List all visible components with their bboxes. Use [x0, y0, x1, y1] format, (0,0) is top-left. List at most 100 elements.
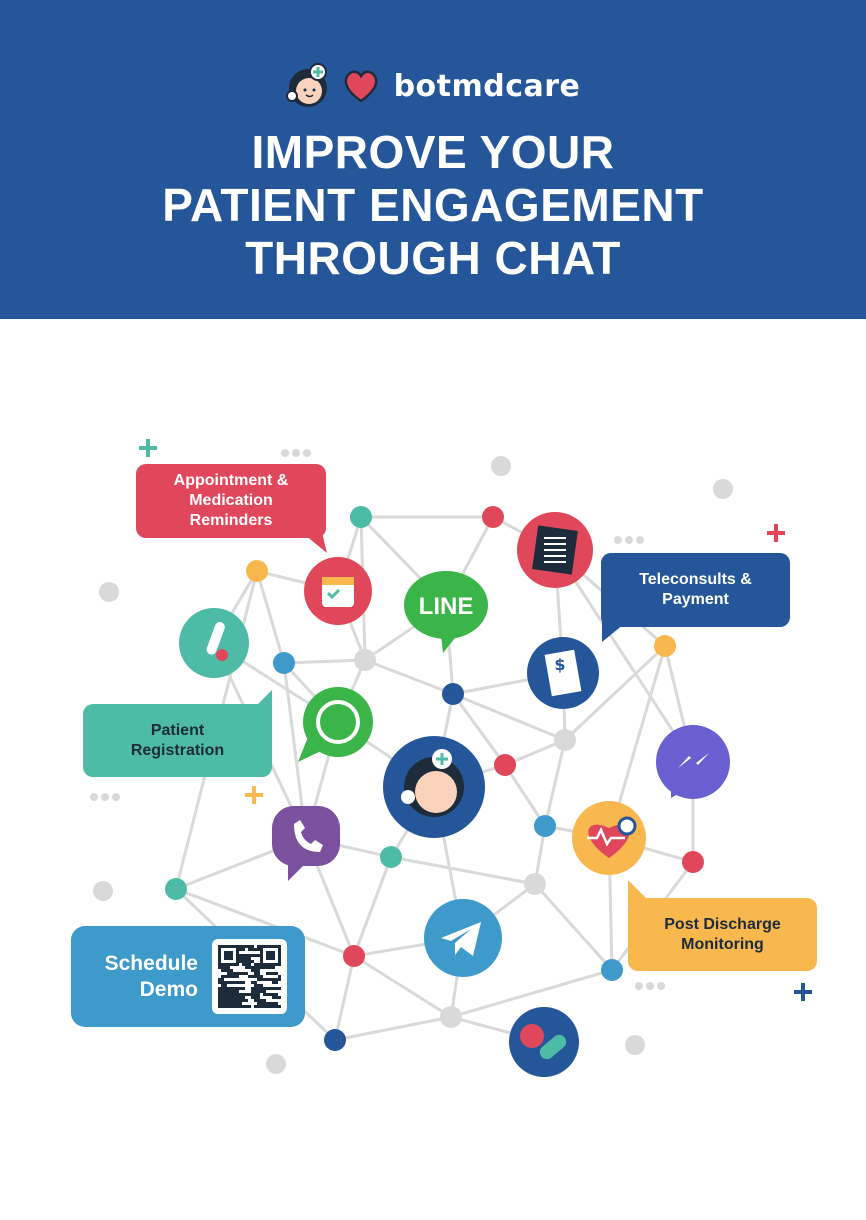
qr-module — [233, 1005, 236, 1008]
qr-module — [230, 999, 233, 1002]
qr-module — [230, 1002, 233, 1005]
network-edge — [553, 549, 695, 763]
qr-module — [275, 945, 278, 948]
qr-module — [242, 993, 245, 996]
callout-text: Teleconsults & — [639, 571, 752, 588]
viber-icon — [272, 806, 340, 881]
qr-module — [275, 978, 278, 981]
qr-module — [230, 975, 233, 978]
qr-module — [278, 996, 281, 999]
qr-module — [263, 987, 266, 990]
network-node — [354, 649, 376, 671]
qr-module — [278, 957, 281, 960]
qr-module — [239, 999, 242, 1002]
decor-dot — [625, 1035, 645, 1055]
qr-module — [272, 963, 275, 966]
qr-module — [221, 963, 224, 966]
qr-module — [224, 996, 227, 999]
qr-module — [263, 978, 266, 981]
callout-text: Medication — [189, 492, 273, 509]
qr-module — [224, 945, 227, 948]
whatsapp-icon — [298, 687, 373, 762]
qr-module — [236, 963, 239, 966]
qr-module — [227, 987, 230, 990]
qr-module — [239, 996, 242, 999]
qr-module — [227, 981, 230, 984]
qr-module — [224, 987, 227, 990]
network-edge — [334, 1015, 452, 1042]
calendar-icon — [304, 557, 372, 625]
qr-module — [224, 951, 227, 954]
qr-module — [221, 945, 224, 948]
qr-module — [254, 996, 257, 999]
qr-module — [266, 963, 269, 966]
ellipsis-icon — [303, 449, 311, 457]
callout-text: Post Discharge — [664, 915, 781, 933]
qr-module — [266, 972, 269, 975]
qr-module — [230, 969, 233, 972]
qr-module — [275, 981, 278, 984]
qr-module — [263, 1005, 266, 1008]
callout-text: Reminders — [189, 512, 273, 529]
qr-module — [263, 945, 266, 948]
qr-module — [278, 1005, 281, 1008]
schedule-demo-button[interactable]: Schedule Demo — [71, 926, 305, 1027]
qr-module — [236, 975, 239, 978]
header: botmdcare IMPROVE YOUR PATIENT ENGAGEMEN… — [0, 0, 866, 319]
qr-module — [257, 987, 260, 990]
qr-module — [254, 963, 257, 966]
plus-icon — [139, 439, 157, 457]
qr-module — [257, 975, 260, 978]
qr-module — [218, 1002, 221, 1005]
qr-module — [230, 954, 233, 957]
qr-code[interactable] — [212, 939, 287, 1014]
qr-module — [263, 1002, 266, 1005]
qr-module — [245, 957, 248, 960]
network-edge — [333, 955, 356, 1041]
qr-module — [236, 996, 239, 999]
qr-module — [218, 960, 221, 963]
qr-module — [251, 966, 254, 969]
qr-module — [257, 969, 260, 972]
qr-module — [218, 951, 221, 954]
qr-module — [269, 957, 272, 960]
qr-module — [236, 990, 239, 993]
qr-module — [230, 957, 233, 960]
qr-module — [269, 1005, 272, 1008]
qr-module — [257, 972, 260, 975]
qr-module — [248, 954, 251, 957]
qr-module — [257, 999, 260, 1002]
qr-module — [275, 963, 278, 966]
qr-module — [218, 981, 221, 984]
qr-module — [251, 993, 254, 996]
qr-module — [275, 987, 278, 990]
qr-module — [239, 960, 242, 963]
qr-module — [278, 951, 281, 954]
qr-module — [227, 975, 230, 978]
network-edge — [255, 570, 286, 664]
qr-module — [233, 972, 236, 975]
qr-module — [278, 975, 281, 978]
qr-module — [257, 978, 260, 981]
qr-module — [236, 957, 239, 960]
qr-module — [242, 1005, 245, 1008]
qr-module — [236, 1005, 239, 1008]
qr-module — [260, 1005, 263, 1008]
qr-module — [257, 984, 260, 987]
qr-module — [236, 948, 239, 951]
qr-module — [263, 990, 266, 993]
qr-module — [272, 993, 275, 996]
qr-module — [278, 987, 281, 990]
brand-name: botmdcare — [393, 68, 581, 104]
qr-module — [272, 1005, 275, 1008]
qr-module — [254, 972, 257, 975]
qr-module — [221, 993, 224, 996]
decor-dot — [491, 456, 511, 476]
ellipsis-icon — [646, 982, 654, 990]
qr-module — [242, 957, 245, 960]
qr-module — [224, 993, 227, 996]
qr-module — [236, 972, 239, 975]
qr-module — [218, 948, 221, 951]
qr-module — [227, 996, 230, 999]
qr-module — [269, 954, 272, 957]
